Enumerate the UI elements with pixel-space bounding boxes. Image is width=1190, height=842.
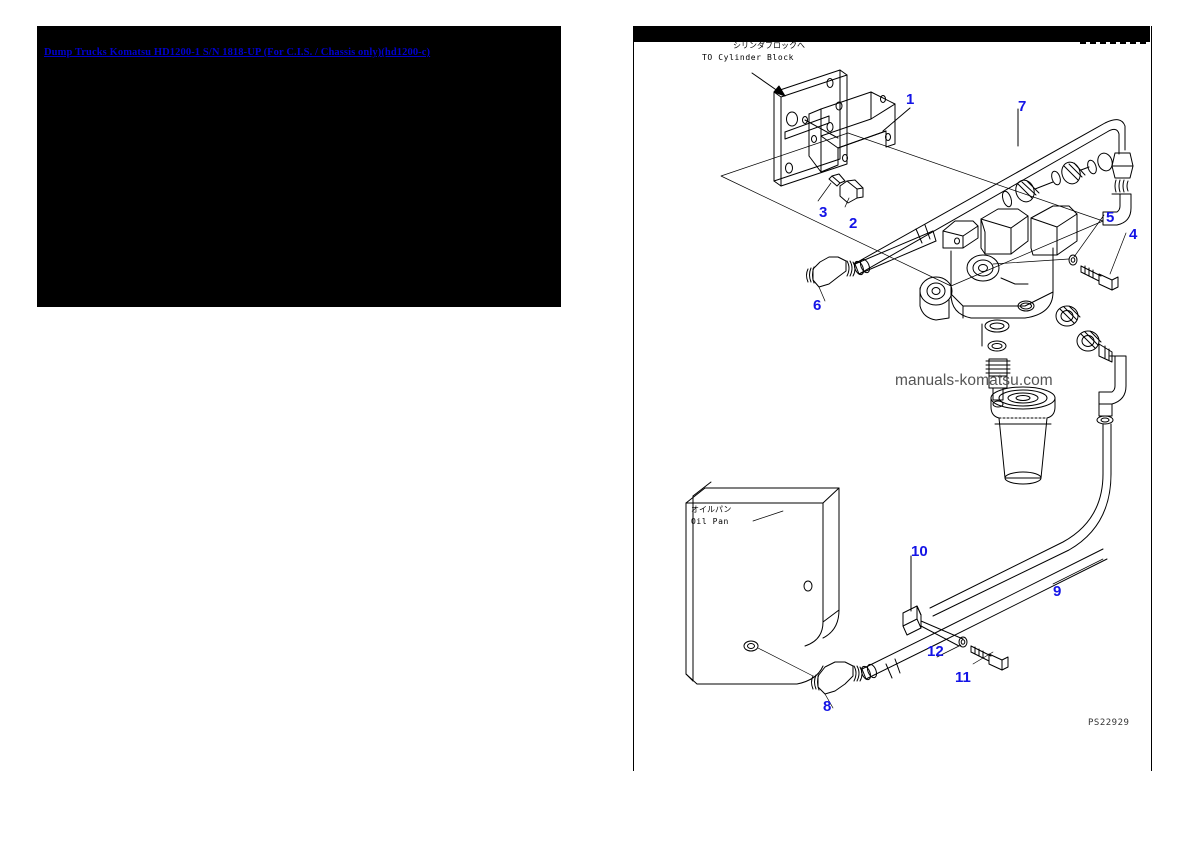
callout-number-12[interactable]: 12 [927, 643, 944, 660]
label-cylinder-block-jp: シリンダブロックへ [733, 41, 805, 50]
site-watermark: manuals-komatsu.com [895, 372, 1053, 389]
callout-number-3[interactable]: 3 [819, 204, 828, 221]
label-cylinder-block-en: TO Cylinder Block [702, 53, 795, 62]
callout-number-9[interactable]: 9 [1053, 583, 1062, 600]
callout-number-11[interactable]: 11 [955, 669, 971, 686]
callout-number-7[interactable]: 7 [1018, 98, 1027, 115]
parts-book-title-link[interactable]: Dump Trucks Komatsu HD1200-1 S/N 1818-UP… [44, 47, 431, 58]
callout-number-8[interactable]: 8 [823, 698, 832, 715]
drawing-reference-code: PS22929 [1088, 718, 1130, 728]
parts-diagram-panel: シリンダブロックへ TO Cylinder Block オイルパン Oil Pa… [633, 26, 1152, 771]
callout-number-1[interactable]: 1 [906, 91, 915, 108]
diagram-image-placeholder [37, 26, 561, 307]
preview-panel: Dump Trucks Komatsu HD1200-1 S/N 1818-UP… [37, 26, 561, 307]
oil-filter-piping-lineart [685, 69, 1134, 709]
diagram-header-bar [634, 26, 1150, 42]
diagram-frame-left-border [633, 26, 634, 771]
callout-number-5[interactable]: 5 [1106, 209, 1115, 226]
label-oil-pan-en: Oil Pan [691, 517, 729, 526]
diagram-frame-right-border [1151, 26, 1152, 771]
label-oil-pan-jp: オイルパン [691, 505, 732, 514]
callout-number-2[interactable]: 2 [849, 215, 858, 232]
callout-number-4[interactable]: 4 [1129, 226, 1138, 243]
callout-number-6[interactable]: 6 [813, 297, 822, 314]
diagram-header-bar-notch [1080, 40, 1150, 44]
callout-number-10[interactable]: 10 [911, 543, 928, 560]
